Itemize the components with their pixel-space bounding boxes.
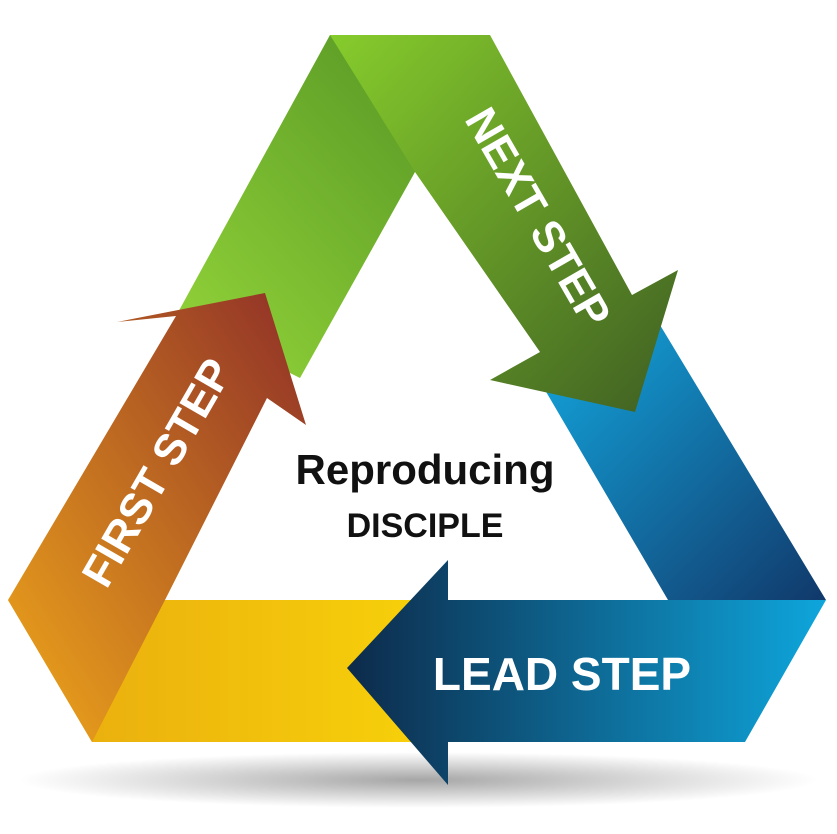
next-step-arrow [330,35,678,412]
center-title: Reproducing [296,446,555,493]
floor-shadow [18,752,818,808]
first-step-arrow [8,293,306,742]
lead-step-arrow [347,560,826,785]
lead-step-label: LEAD STEP [433,648,691,700]
center-subtitle: DISCIPLE [347,507,504,545]
